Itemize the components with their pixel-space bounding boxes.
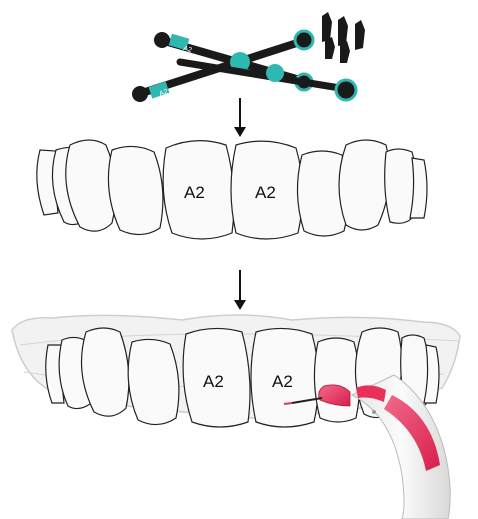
tooth-label: A2	[203, 372, 224, 391]
composite-syringes: A2 A2	[132, 12, 365, 102]
arrow-down-icon	[234, 98, 246, 137]
tooth-label: A2	[184, 183, 205, 202]
syringe-tips	[322, 12, 365, 63]
tooth-label: A2	[272, 372, 293, 391]
tooth-label: A2	[255, 183, 276, 202]
arrow-down-icon	[234, 270, 246, 310]
wax-up-teeth	[37, 140, 427, 239]
syringe-shade-label: A2	[182, 45, 192, 54]
